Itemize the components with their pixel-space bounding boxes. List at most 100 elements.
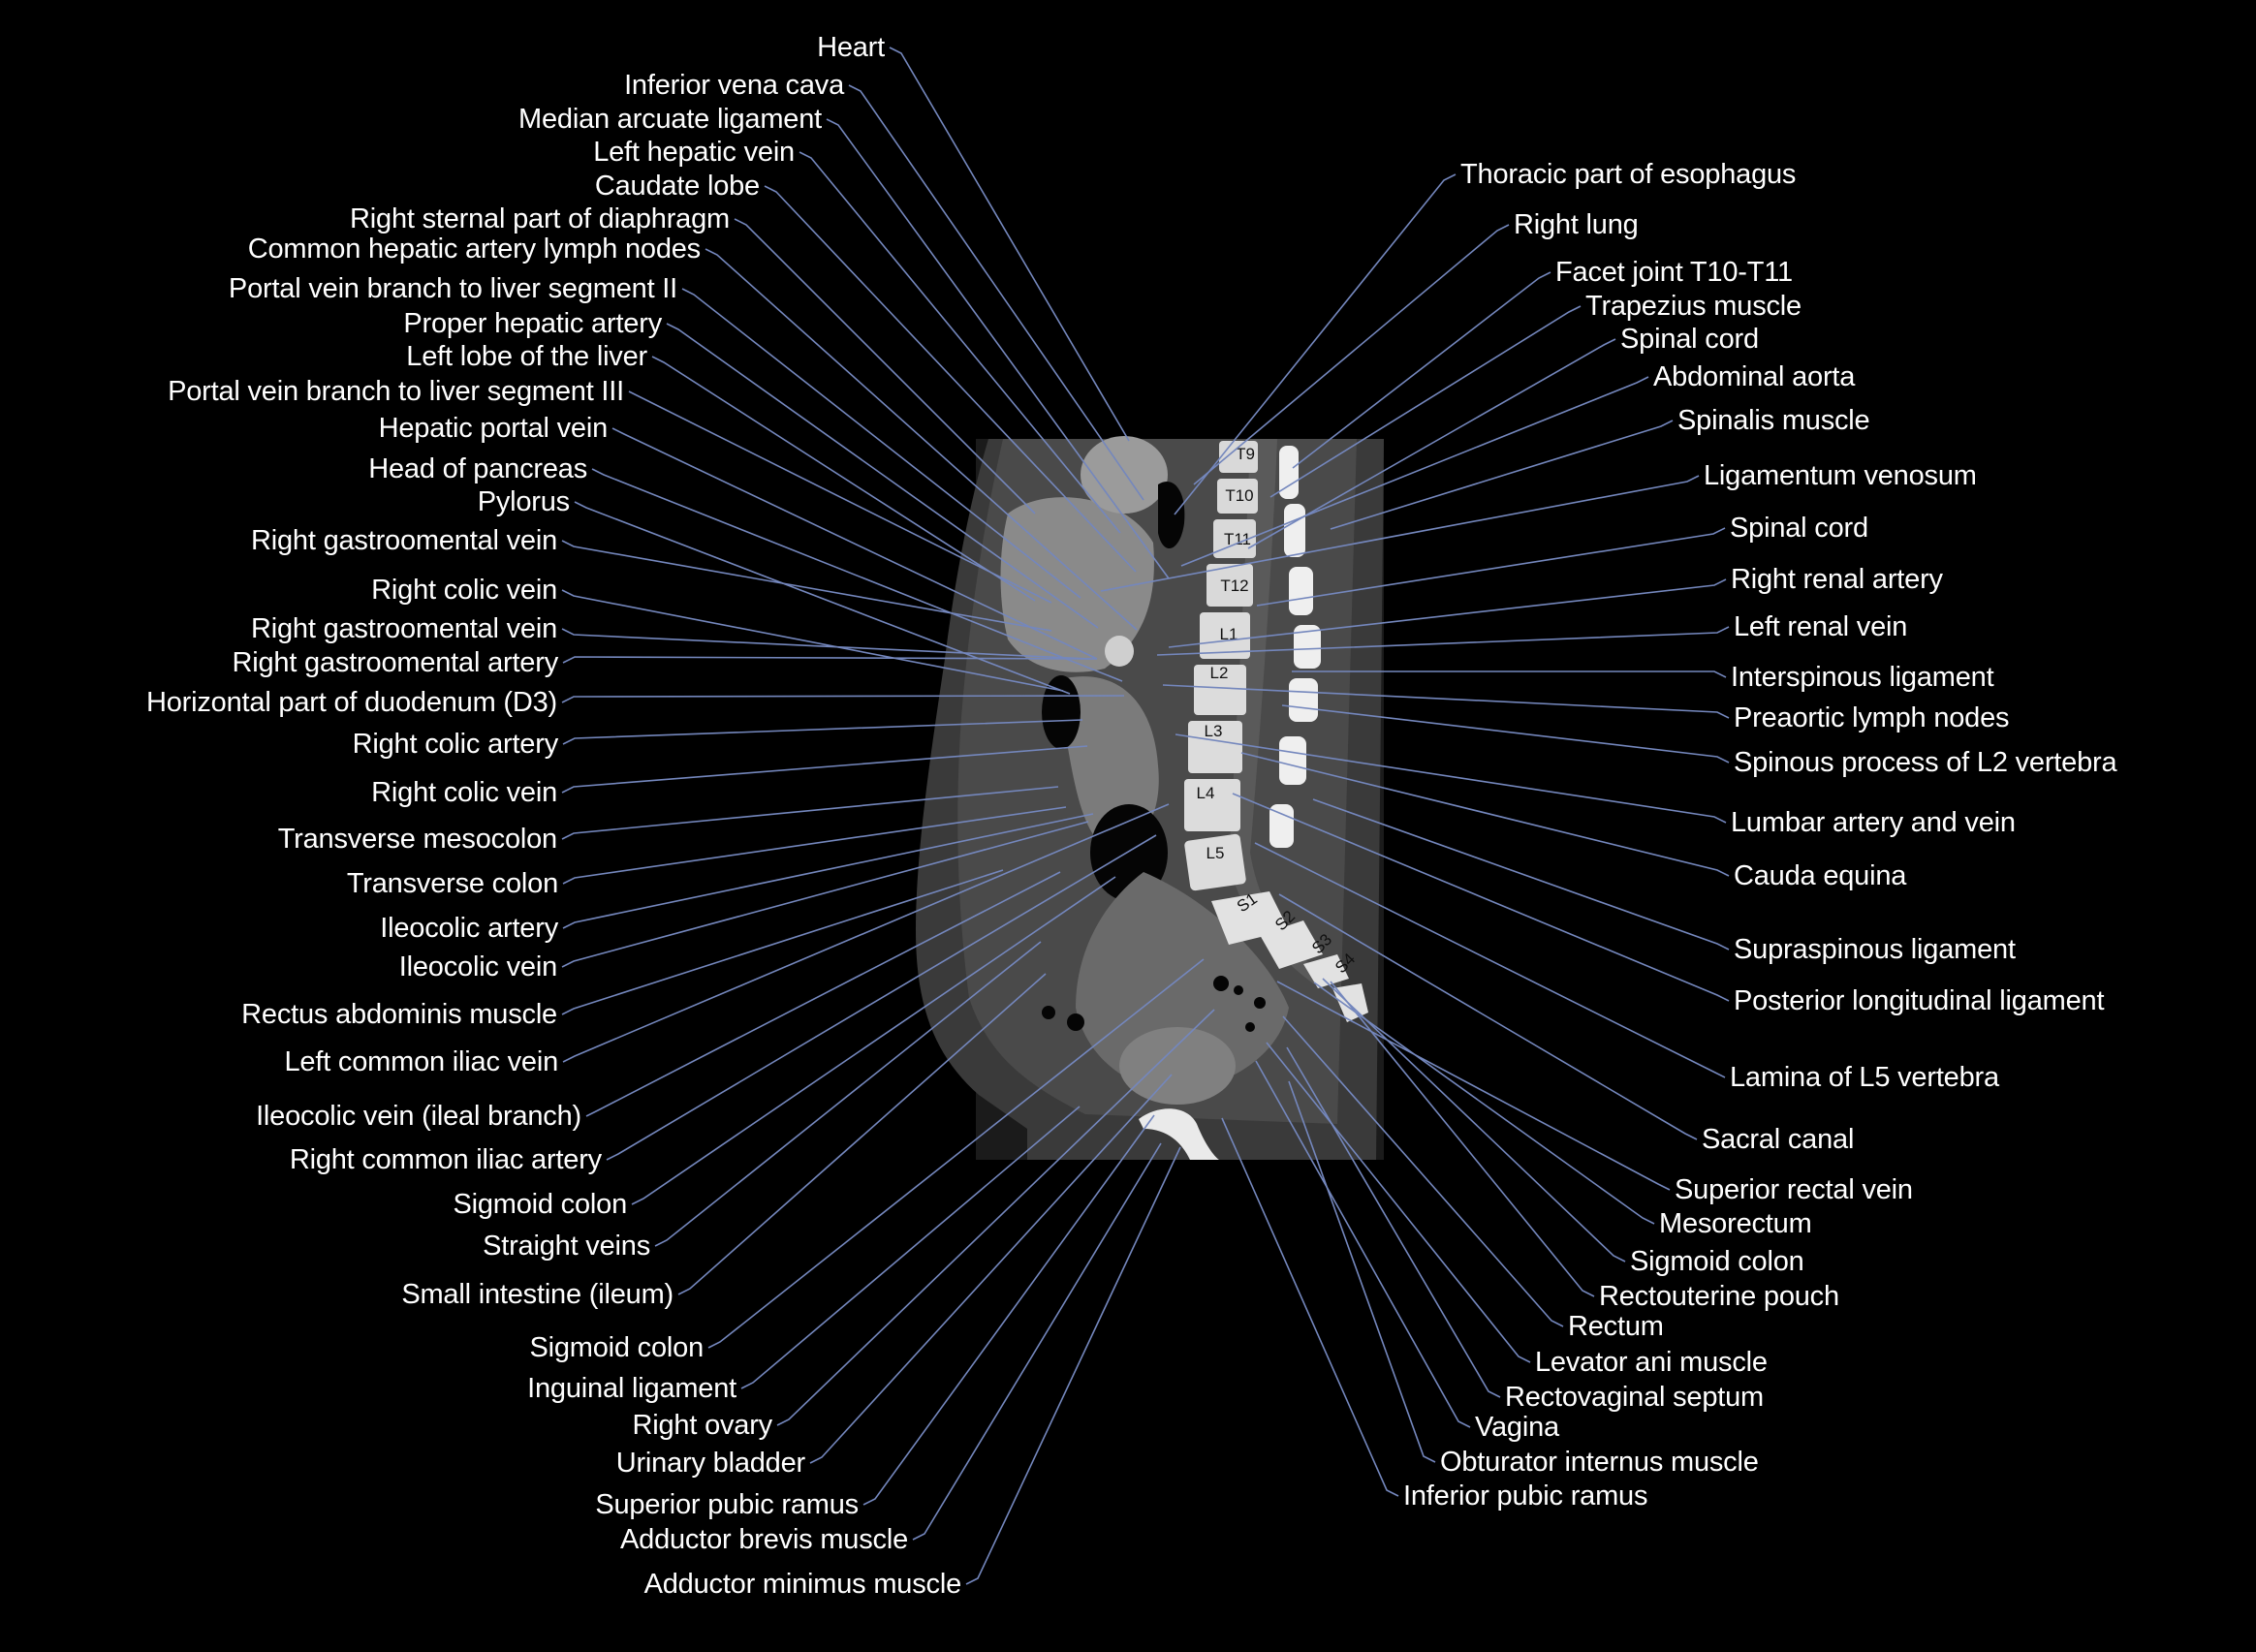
- label-supraspinous-ligament: Supraspinous ligament: [1734, 934, 2016, 965]
- label-right-sternal-part-of-diaphragm: Right sternal part of diaphragm: [350, 203, 730, 234]
- label-right-lung: Right lung: [1514, 209, 1639, 240]
- label-ligamentum-venosum: Ligamentum venosum: [1704, 460, 1977, 491]
- label-adductor-brevis-muscle: Adductor brevis muscle: [620, 1524, 908, 1555]
- label-levator-ani-muscle: Levator ani muscle: [1535, 1347, 1768, 1378]
- leader-line: [606, 834, 1157, 1161]
- svg-text:T10: T10: [1225, 486, 1253, 505]
- leader-line: [1312, 798, 1730, 951]
- leader-line: [1162, 684, 1730, 719]
- label-sigmoid-colon: Sigmoid colon: [529, 1332, 704, 1363]
- svg-text:L4: L4: [1197, 784, 1215, 802]
- label-sigmoid-colon: Sigmoid colon: [453, 1189, 627, 1220]
- label-rectovaginal-septum: Rectovaginal septum: [1505, 1382, 1765, 1413]
- label-head-of-pancreas: Head of pancreas: [368, 453, 587, 484]
- ct-scan-image: T9 T10 T11 T12 L1 L2 L3 L4 L5 S1 S2 S3 S…: [916, 436, 1384, 1160]
- label-lumbar-artery-and-vein: Lumbar artery and vein: [1731, 807, 2016, 838]
- label-spinal-cord: Spinal cord: [1620, 324, 1759, 355]
- leader-line: [1180, 376, 1649, 567]
- leader-line: [561, 540, 1052, 632]
- leader-line: [764, 185, 1137, 573]
- leader-line: [561, 628, 1091, 660]
- leader-line: [562, 656, 1098, 664]
- leader-line: [740, 1106, 1081, 1389]
- leader-line: [562, 803, 1170, 1063]
- svg-text:L5: L5: [1206, 844, 1225, 862]
- label-left-hepatic-vein: Left hepatic vein: [593, 137, 795, 168]
- leader-line: [561, 695, 1125, 703]
- label-thoracic-part-of-esophagus: Thoracic part of esophagus: [1460, 159, 1797, 190]
- label-ileocolic-vein-ileal-branch: Ileocolic vein (ileal branch): [256, 1101, 581, 1132]
- label-adductor-minimus-muscle: Adductor minimus muscle: [643, 1569, 962, 1600]
- label-rectouterine-pouch: Rectouterine pouch: [1599, 1281, 1839, 1312]
- label-small-intestine-ileum: Small intestine (ileum): [401, 1279, 674, 1310]
- leader-line: [1232, 793, 1730, 1002]
- leader-line: [912, 1142, 1162, 1541]
- label-right-gastroomental-vein: Right gastroomental vein: [251, 613, 557, 644]
- leader-line: [848, 84, 1144, 501]
- label-inferior-pubic-ramus: Inferior pubic ramus: [1403, 1481, 1648, 1512]
- svg-text:T12: T12: [1220, 577, 1248, 595]
- label-cauda-equina: Cauda equina: [1734, 860, 1907, 891]
- leader-line: [776, 1009, 1215, 1426]
- svg-text:L2: L2: [1210, 664, 1229, 682]
- leader-line: [611, 427, 1098, 660]
- label-superior-rectal-vein: Superior rectal vein: [1675, 1174, 1913, 1205]
- leader-line: [628, 390, 1052, 604]
- label-superior-pubic-ramus: Superior pubic ramus: [595, 1489, 859, 1520]
- label-lamina-of-l5-vertebra: Lamina of L5 vertebra: [1730, 1062, 1999, 1093]
- leader-line: [561, 745, 1088, 794]
- leader-line: [654, 941, 1042, 1247]
- label-heart: Heart: [817, 32, 885, 63]
- label-obturator-internus-muscle: Obturator internus muscle: [1440, 1447, 1759, 1478]
- svg-text:L3: L3: [1205, 722, 1223, 740]
- leader-line: [561, 786, 1059, 840]
- leader-line: [561, 869, 1004, 1015]
- label-transverse-mesocolon: Transverse mesocolon: [277, 824, 557, 855]
- label-urinary-bladder: Urinary bladder: [615, 1448, 805, 1479]
- label-sigmoid-colon: Sigmoid colon: [1630, 1246, 1804, 1277]
- svg-text:T9: T9: [1236, 445, 1255, 463]
- label-interspinous-ligament: Interspinous ligament: [1731, 662, 1994, 693]
- label-spinalis-muscle: Spinalis muscle: [1677, 405, 1870, 436]
- label-caudate-lobe: Caudate lobe: [594, 171, 760, 202]
- leader-line: [562, 813, 1094, 929]
- label-spinous-process-of-l2-vertebra: Spinous process of L2 vertebra: [1734, 747, 2117, 778]
- label-right-colic-vein: Right colic vein: [371, 575, 557, 606]
- label-facet-joint-t10-t11: Facet joint T10-T11: [1555, 257, 1793, 288]
- leader-line: [1240, 752, 1730, 877]
- label-posterior-longitudinal-ligament: Posterior longitudinal ligament: [1734, 985, 2105, 1016]
- leader-line: [1255, 1060, 1471, 1428]
- label-right-ovary: Right ovary: [632, 1410, 773, 1441]
- leader-line: [562, 806, 1067, 885]
- label-hepatic-portal-vein: Hepatic portal vein: [378, 413, 609, 444]
- leader-line: [1330, 420, 1674, 530]
- leader-line: [1322, 978, 1626, 1262]
- leader-line: [651, 356, 1036, 602]
- leader-line: [707, 958, 1205, 1349]
- leader-line: [1254, 842, 1726, 1078]
- leader-line: [681, 288, 1081, 599]
- svg-text:T11: T11: [1224, 530, 1251, 548]
- label-right-common-iliac-artery: Right common iliac artery: [289, 1144, 602, 1175]
- leader-line: [862, 1114, 1155, 1506]
- label-vagina: Vagina: [1475, 1412, 1559, 1443]
- label-proper-hepatic-artery: Proper hepatic artery: [403, 308, 662, 339]
- label-inferior-vena-cava: Inferior vena cava: [624, 70, 844, 101]
- leader-line: [1281, 704, 1730, 764]
- label-right-renal-artery: Right renal artery: [1731, 564, 1943, 595]
- leader-line: [705, 248, 1138, 631]
- leader-line: [1288, 1080, 1436, 1463]
- leader-line: [1174, 173, 1457, 515]
- label-preaortic-lymph-nodes: Preaortic lymph nodes: [1734, 702, 2010, 733]
- leader-line: [809, 1074, 1173, 1464]
- vertebral-column: [1184, 441, 1368, 1022]
- leader-line: [1168, 578, 1727, 648]
- leader-line: [889, 47, 1130, 442]
- leader-line: [562, 719, 1083, 745]
- leader-line: [799, 151, 1121, 534]
- leader-line: [1292, 271, 1551, 469]
- label-rectum: Rectum: [1568, 1311, 1664, 1342]
- leader-line: [1292, 670, 1727, 678]
- label-sacral-canal: Sacral canal: [1702, 1124, 1855, 1155]
